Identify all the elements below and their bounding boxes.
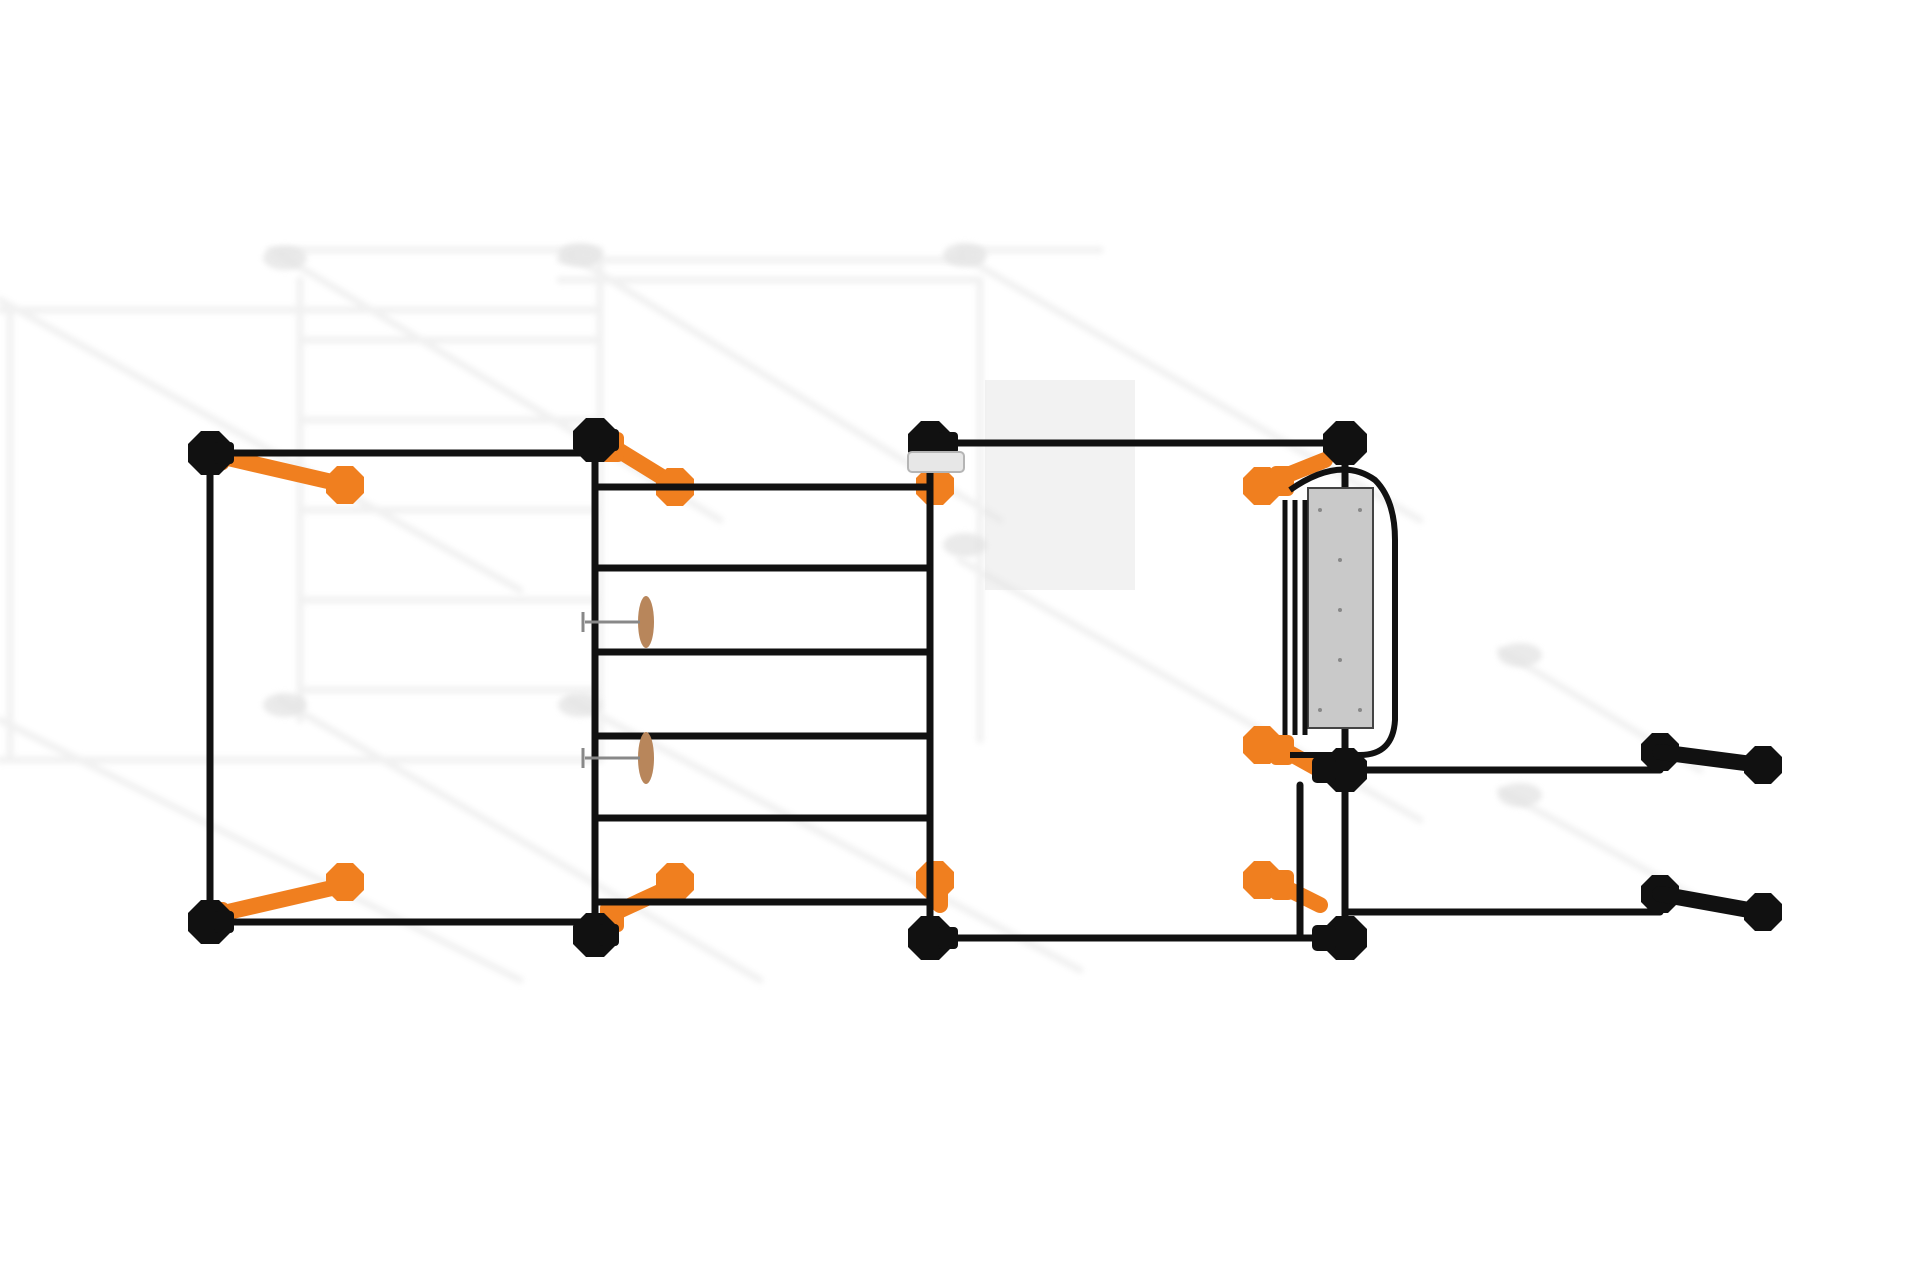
ground-shadow-joints	[263, 243, 1542, 807]
orange-feet	[326, 466, 1281, 901]
ground-shadow	[0, 246, 1704, 984]
top-plate	[907, 451, 965, 473]
climbing-panel	[1282, 466, 1398, 758]
right-end-caps	[1744, 746, 1782, 931]
ground-shadow-panel	[985, 380, 1135, 590]
right-struts	[1652, 744, 1768, 920]
frame-collars	[214, 429, 1336, 951]
round-disc-icon	[581, 596, 654, 784]
